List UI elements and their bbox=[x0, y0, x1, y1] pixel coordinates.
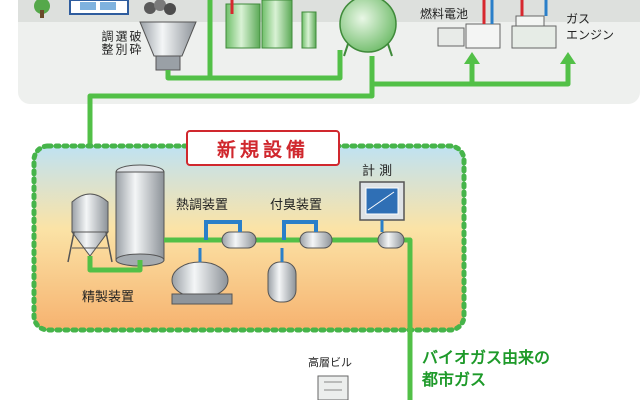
gas-holder-icon bbox=[339, 0, 397, 57]
crusher-label-col3: 調整 bbox=[100, 30, 114, 56]
measurement-monitor bbox=[359, 181, 405, 249]
gas-engine-pipes bbox=[520, 0, 548, 16]
refining-tower-large bbox=[115, 164, 165, 267]
fuel-cell-label: 燃料電池 bbox=[420, 7, 469, 21]
digester-tanks bbox=[225, 0, 317, 49]
fuel-cell-unit bbox=[437, 23, 501, 49]
building-label: 高層ビル bbox=[308, 356, 352, 369]
crusher-icon bbox=[139, 21, 197, 71]
waste-pile-icon bbox=[144, 0, 176, 15]
high-rise-building-icon bbox=[317, 375, 349, 401]
city-gas-label-line1: バイオガス由来の bbox=[422, 348, 551, 367]
crusher-label-col2: 選別 bbox=[114, 30, 128, 56]
gas-engine-label-line2: エンジン bbox=[566, 28, 615, 42]
tree-icon bbox=[34, 0, 50, 18]
city-gas-label-line2: 都市ガス bbox=[422, 370, 487, 389]
crusher-label-col1: 破砕 bbox=[128, 30, 142, 56]
refining-label: 精製装置 bbox=[82, 290, 135, 305]
odor-label: 付臭装置 bbox=[270, 198, 323, 213]
truck-icon bbox=[69, 0, 129, 15]
measurement-label: 計 測 bbox=[362, 164, 393, 179]
refining-tower-small bbox=[67, 193, 113, 263]
new-equipment-title: 新規設備 bbox=[186, 130, 340, 166]
gas-engine-label-line1: ガス bbox=[566, 12, 591, 26]
odorizer bbox=[267, 220, 333, 303]
heat-adjust-label: 熱調装置 bbox=[176, 198, 229, 213]
fuel-cell-pipes bbox=[482, 0, 494, 24]
heat-adjuster bbox=[171, 220, 257, 305]
gas-engine-unit bbox=[511, 15, 557, 49]
top-arrows bbox=[464, 52, 576, 64]
